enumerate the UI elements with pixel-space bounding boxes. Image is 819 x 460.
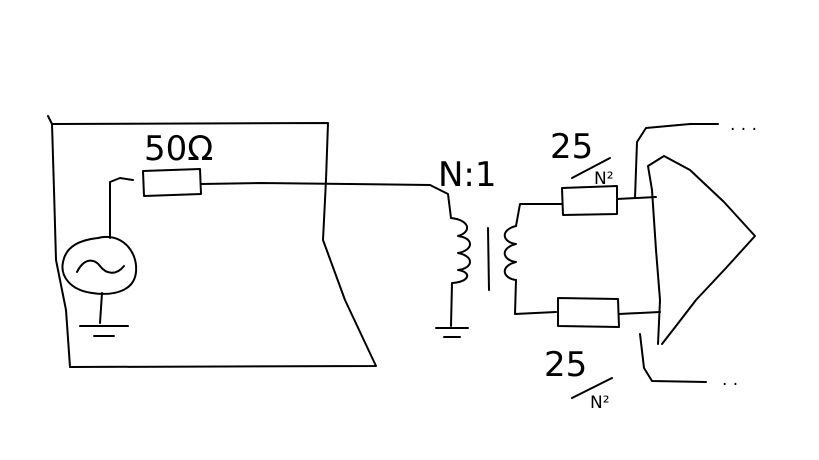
left-enclosure (47, 115, 377, 368)
bottom-resistor (557, 297, 620, 328)
ac-source-sine-wave (76, 259, 125, 274)
transformer-core (487, 227, 490, 291)
transformer-primary-coil (450, 217, 471, 327)
bottom-resistor-to-amp-wire (618, 311, 661, 315)
primary-ground-symbol (435, 327, 469, 338)
secondary-bottom-lead (514, 279, 557, 315)
source-top-lead (109, 177, 134, 239)
primary-feed-wire (200, 182, 452, 219)
top-resistor-value-label: 25 (550, 127, 593, 167)
source-ground-symbol (79, 325, 129, 337)
bottom-output-continuation: . . (722, 370, 738, 390)
transformer-ratio-label: N:1 (438, 155, 497, 195)
source-ground-lead (99, 292, 103, 324)
top-resistor (561, 185, 618, 216)
differential-amplifier (647, 155, 756, 345)
top-divisor-slash (571, 157, 611, 179)
transformer-secondary-coil (503, 225, 517, 281)
top-output-line (634, 123, 719, 199)
bottom-output-line (639, 333, 707, 383)
top-resistor-divisor-label: N² (594, 169, 614, 189)
bottom-resistor-divisor-label: N² (590, 393, 610, 413)
top-output-continuation: . . . (730, 115, 757, 135)
ac-source-symbol (61, 235, 138, 295)
top-resistor-to-amp-wire (616, 196, 657, 200)
bottom-resistor-value-label: 25 (544, 345, 587, 385)
secondary-top-lead (515, 203, 563, 227)
source-resistor (142, 168, 202, 197)
source-resistor-label: 50Ω (144, 129, 213, 169)
bottom-divisor-slash (571, 377, 613, 399)
